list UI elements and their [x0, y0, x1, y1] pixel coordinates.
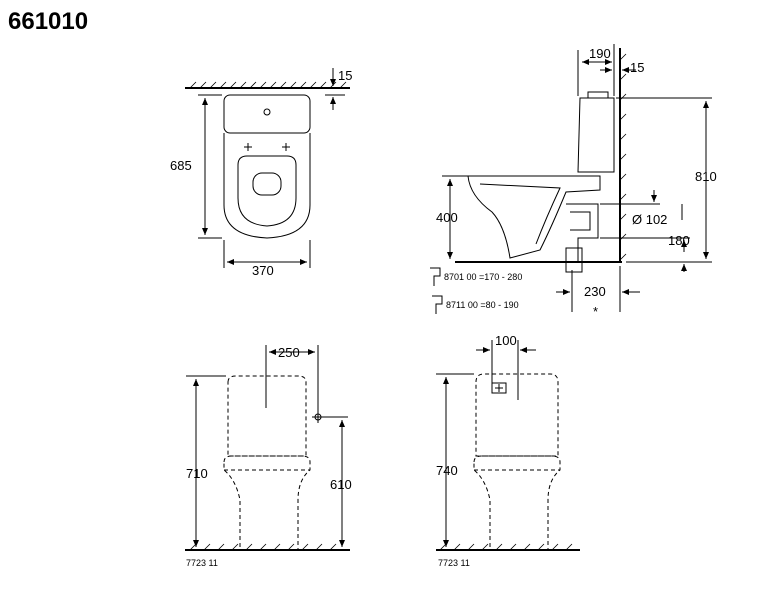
top-wall-gap-label: 15 — [338, 68, 352, 83]
side-trap — [479, 183, 561, 245]
front-left-offset-label: 250 — [278, 345, 300, 360]
connector-2-icon — [432, 295, 443, 314]
front-left-tank — [227, 375, 307, 457]
connector-1-label: 8701 00 =170 - 280 — [444, 272, 522, 282]
side-wall-gap-label: 15 — [630, 60, 644, 75]
front-left-supply-label: 610 — [330, 477, 352, 492]
front-right-offset-label: 100 — [495, 333, 517, 348]
fixing-marks — [244, 143, 290, 151]
outlet-distance-label: 230 — [584, 284, 606, 299]
front-left-code: 7723 11 — [186, 558, 218, 568]
front-left-height-label: 710 — [186, 466, 208, 481]
front-right-code: 7723 11 — [438, 558, 470, 568]
connector-1-icon — [430, 267, 441, 286]
side-flush-button — [587, 91, 609, 99]
seat-outline — [237, 155, 297, 227]
front-view-left: 250 710 610 7723 11 — [185, 345, 352, 568]
tank-depth-label: 190 — [589, 46, 611, 61]
side-bowl — [467, 175, 601, 259]
outlet-diameter-label: Ø 102 — [632, 212, 667, 227]
outlet-pipe-inner — [570, 211, 591, 231]
connector-2-label: 8711 00 =80 - 190 — [446, 300, 519, 310]
bowl-outline — [223, 133, 311, 239]
outlet-connector — [565, 247, 583, 273]
outlet-pipe — [566, 203, 599, 262]
tank-outline — [223, 94, 311, 134]
total-height-label: 810 — [695, 169, 717, 184]
outlet-height-label: 180 — [668, 233, 690, 248]
width-label: 370 — [252, 263, 274, 278]
depth-label: 685 — [170, 158, 192, 173]
product-code: 661010 — [8, 8, 89, 35]
front-right-tank — [475, 373, 559, 457]
front-view-right: 100 740 7723 11 — [436, 333, 580, 568]
supply-box-icon — [491, 382, 507, 394]
bowl-opening — [252, 172, 282, 196]
side-view: 190 15 810 400 Ø 102 180 230 * 8701 00 — [430, 44, 717, 319]
flush-button — [263, 108, 271, 116]
top-view: 685 370 15 — [170, 68, 352, 278]
side-tank — [577, 97, 615, 173]
footnote-mark: * — [593, 304, 598, 319]
front-right-height-label: 740 — [436, 463, 458, 478]
seat-height-label: 400 — [436, 210, 458, 225]
